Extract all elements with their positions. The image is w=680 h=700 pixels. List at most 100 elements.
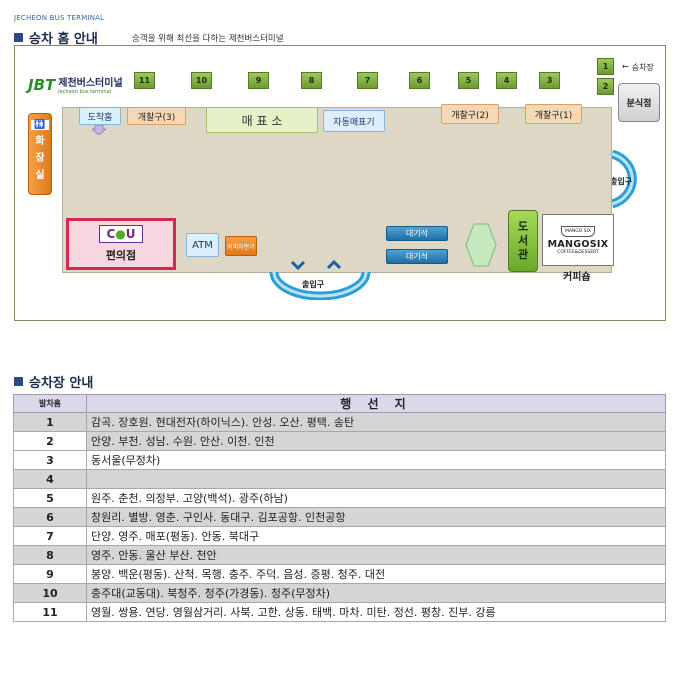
- waiting-seat-1: 대기석: [386, 226, 448, 241]
- cafe-sign: MANGO SIX MANGOSIX COFFEE&DESSERT: [542, 214, 614, 266]
- gate-6: 6: [409, 72, 430, 89]
- cafe-label: 커피숍: [563, 272, 591, 283]
- platform-number: 10: [13, 583, 87, 603]
- stand-guide-title: 승차장 안내: [29, 376, 94, 391]
- ticket-gate-3: 개찰구(3): [127, 107, 186, 125]
- platform-number: 11: [13, 602, 87, 622]
- waiting-seat-2: 대기석: [386, 249, 448, 264]
- platform-guide-title: 승차 홈 안내: [29, 32, 98, 47]
- destinations: 안양. 부천. 성남. 수원. 안산. 이천. 인천: [86, 431, 666, 451]
- platform-number: 4: [13, 469, 87, 489]
- convenience-store-label: 편의점: [105, 249, 137, 262]
- boarding-label: 승차장: [631, 63, 654, 72]
- chevron-down-icon: [290, 260, 306, 271]
- jbt-logo-icon: JBT: [28, 75, 56, 94]
- exit-ring-bottom: [269, 259, 371, 300]
- boarding-pointer: ←승차장: [622, 62, 654, 73]
- destinations: [86, 469, 666, 489]
- destinations: 영주. 안동. 울산 부산. 천안: [86, 545, 666, 565]
- cu-logo-icon: C●U: [99, 225, 143, 243]
- gate-10: 10: [191, 72, 212, 89]
- cu-logo-c: C: [106, 227, 116, 241]
- destinations: 감곡. 장호원. 현대전자(하이닉스). 안성. 오산. 평택. 송탄: [86, 412, 666, 432]
- destinations: 창원리. 별방. 영춘. 구인사. 동대구. 김포공항. 인천공항: [86, 507, 666, 527]
- destinations: 단양. 영주. 매포(평동). 안동. 북대구: [86, 526, 666, 546]
- column-header-destination: 행 선 지: [86, 394, 666, 413]
- destinations: 원주. 춘천. 의정부. 고양(백석). 광주(하남): [86, 488, 666, 508]
- stand-guide-heading: 승차장 안내: [14, 372, 93, 391]
- bookstore: 도 서 관: [508, 210, 538, 272]
- platform-guide-heading: 승차 홈 안내: [14, 28, 98, 47]
- gate-2: 2: [597, 78, 614, 95]
- platform-number: 8: [13, 545, 87, 565]
- column-header-platform: 발차홈: [13, 394, 87, 413]
- atm: ATM: [186, 233, 219, 257]
- logo-sub: Jecheon bus terminal: [58, 89, 112, 95]
- left-arrow-icon: ←: [622, 62, 629, 71]
- convenience-store: C●U 편의점: [66, 218, 176, 270]
- restroom-icon: 🚻: [31, 120, 49, 130]
- arrival-platform: 도착홈: [79, 107, 121, 125]
- gate-3: 3: [539, 72, 560, 89]
- platform-number: 1: [13, 412, 87, 432]
- down-arrow-icon: [92, 125, 106, 135]
- gate-5: 5: [458, 72, 479, 89]
- platform-number: 5: [13, 488, 87, 508]
- cu-logo-u: U: [125, 227, 136, 241]
- coffee-vending-machine: 커피자판기: [225, 236, 257, 256]
- destinations: 동서울(무정차): [86, 450, 666, 470]
- gate-11: 11: [134, 72, 155, 89]
- restroom: 🚻 화 장 실: [28, 113, 52, 195]
- bookstore-label-2: 서: [517, 234, 529, 248]
- bookstore-label-3: 관: [517, 247, 529, 261]
- gate-4: 4: [496, 72, 517, 89]
- ticket-gate-2: 개찰구(2): [441, 104, 499, 124]
- terminal-map: [14, 45, 666, 321]
- platform-number: 7: [13, 526, 87, 546]
- ticket-gate-1: 개찰구(1): [525, 104, 582, 124]
- gate-7: 7: [357, 72, 378, 89]
- cafe-cup-icon: MANGO SIX: [560, 225, 596, 237]
- exit-bottom-label: 출입구: [302, 280, 325, 289]
- cafe-tagline: COFFEE&DESSERT: [557, 249, 599, 255]
- platform-number: 9: [13, 564, 87, 584]
- restroom-label-2: 장: [35, 153, 45, 164]
- restroom-label-1: 화: [35, 136, 45, 147]
- table-header-row: 발차홈 행 선 지: [13, 394, 666, 413]
- ticket-office: 매 표 소: [206, 107, 318, 133]
- table-row: 4: [13, 469, 666, 489]
- destinations: 충주대(교동대). 북청주. 청주(가경동). 청주(무정차): [86, 583, 666, 603]
- terminal-logo: JBT 제천버스터미널 Jecheon bus terminal: [28, 74, 123, 96]
- platform-number: 6: [13, 507, 87, 527]
- bookstore-label-1: 도: [517, 220, 529, 234]
- hexagon-pillar-icon: [465, 223, 497, 267]
- platform-guide-subtitle: 승객을 위해 최선을 다하는 제천버스터미널: [132, 34, 284, 44]
- destinations: 영월. 쌍용. 연당. 영월삼거리. 사북. 고한. 상동. 태백. 마차. 미…: [86, 602, 666, 622]
- heading-bullet-icon: [14, 377, 23, 386]
- logo-name: 제천버스터미널: [58, 78, 123, 89]
- snack-bar: 분식점: [618, 83, 660, 122]
- platform-number: 3: [13, 450, 87, 470]
- gate-9: 9: [248, 72, 269, 89]
- exit-right-label: 출입구: [610, 177, 633, 186]
- gate-1: 1: [597, 58, 614, 75]
- restroom-label-3: 실: [35, 170, 45, 181]
- chevron-up-icon: [326, 259, 342, 270]
- heading-bullet-icon: [14, 33, 23, 42]
- cafe-brand: MANGOSIX: [547, 238, 609, 250]
- terminal-label: JECHEON BUS TERMINAL: [14, 14, 105, 22]
- gate-8: 8: [301, 72, 322, 89]
- platform-number: 2: [13, 431, 87, 451]
- destinations: 봉양. 백운(평동). 산척. 목행. 충주. 주덕. 음성. 증평. 청주. …: [86, 564, 666, 584]
